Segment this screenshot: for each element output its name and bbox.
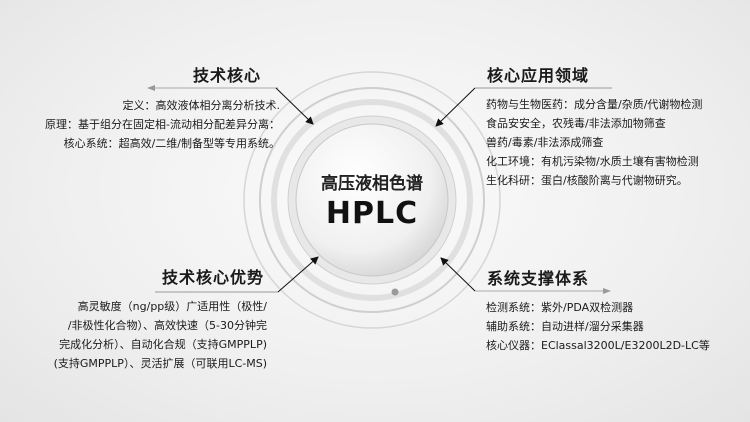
apps-line: 药物与生物医药：成分含量/杂质/代谢物检测 [486,98,703,111]
support-line: 核心仪器：EClassal3200L/E3200L2D-LC等 [486,339,710,352]
concentric-rings [243,71,501,329]
apps-title: 核心应用领域 [487,66,590,85]
core-line: 核心系统：超高效/二维/制备型等专用系统。 [63,137,280,150]
connector-support [440,257,611,294]
support-text: 检测系统：紫外/PDA双检测器 辅助系统：自动进样/溜分采集器 核心仪器：ECl… [486,298,710,355]
connector-apps [435,87,612,127]
advantages-line: /非极性化合物）、高效快速（5-30分钟完 [67,319,267,332]
connector-core [147,85,314,125]
advantages-line: 完成化分析）、自动化合规（支持GMPPLP) [59,338,267,351]
apps-text: 药物与生物医药：成分含量/杂质/代谢物检测 食品安安全，农残毒/非法添加物筛查 … [486,95,702,190]
core-title: 技术核心 [193,66,262,85]
advantages-line: 高灵敏度（ng/pp级）广适用性（极性/ [77,300,267,313]
advantages-text: 高灵敏度（ng/pp级）广适用性（极性/ /非极性化合物）、高效快速（5-30分… [54,297,267,373]
apps-line: 化工环境：有机污染物/水质土壤有害物检测 [486,155,699,168]
center-title: 高压液相色谱 [321,174,423,194]
support-line: 检测系统：紫外/PDA双检测器 [486,301,634,314]
apps-line: 生化科研：蛋白/核酸阶离与代谢物研究。 [486,174,688,187]
apps-line: 食品安安全，农残毒/非法添加物筛查 [486,117,666,130]
core-text: 定义：高效液体相分离分析技术. 原理：基于组分在固定相-流动相分配差异分离： 核… [45,96,280,153]
advantages-title: 技术核心优势 [162,268,265,287]
apps-line: 兽药/毒素/非法添成筛查 [486,136,604,149]
support-line: 辅助系统：自动进样/溜分采集器 [486,320,644,333]
center-subtitle: HPLC [325,196,419,231]
center-node: 高压液相色谱 HPLC [297,125,447,275]
advantages-line: (支持GMPPLP）、灵活扩展（可联用LC-MS) [53,357,267,370]
core-line: 定义：高效液体相分离分析技术. [122,99,281,112]
connector-advantages [155,256,319,293]
support-title: 系统支撑体系 [487,269,590,288]
core-line: 原理：基于组分在固定相-流动相分配差异分离： [45,118,280,131]
